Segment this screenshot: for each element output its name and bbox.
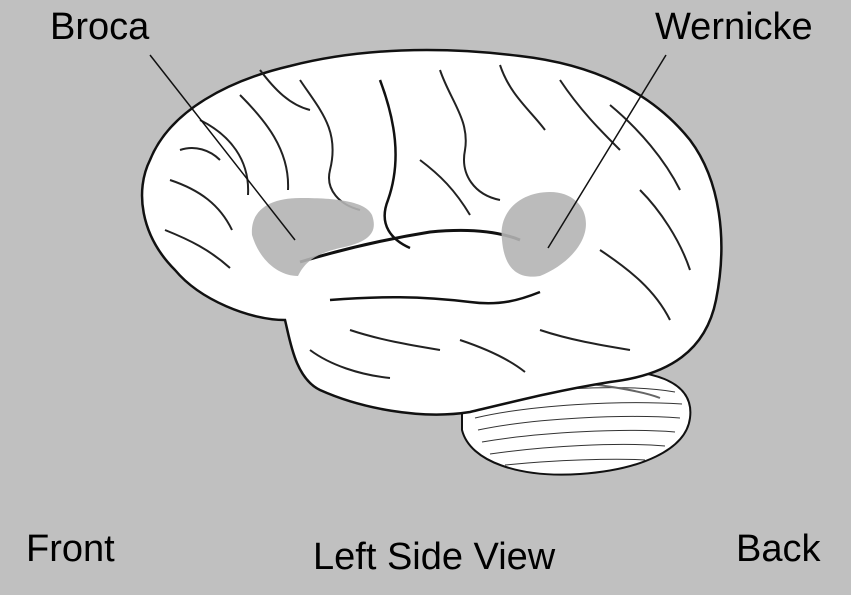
broca-leader-line: [149, 54, 296, 241]
view-label: Left Side View: [313, 536, 556, 578]
broca-label: Broca: [50, 6, 150, 48]
wernicke-area: [501, 192, 586, 277]
broca-area: [251, 198, 374, 276]
wernicke-leader-line: [547, 54, 667, 249]
wernicke-label: Wernicke: [655, 6, 813, 48]
cerebrum: [140, 48, 723, 416]
front-label: Front: [26, 528, 115, 570]
back-label: Back: [736, 528, 821, 570]
